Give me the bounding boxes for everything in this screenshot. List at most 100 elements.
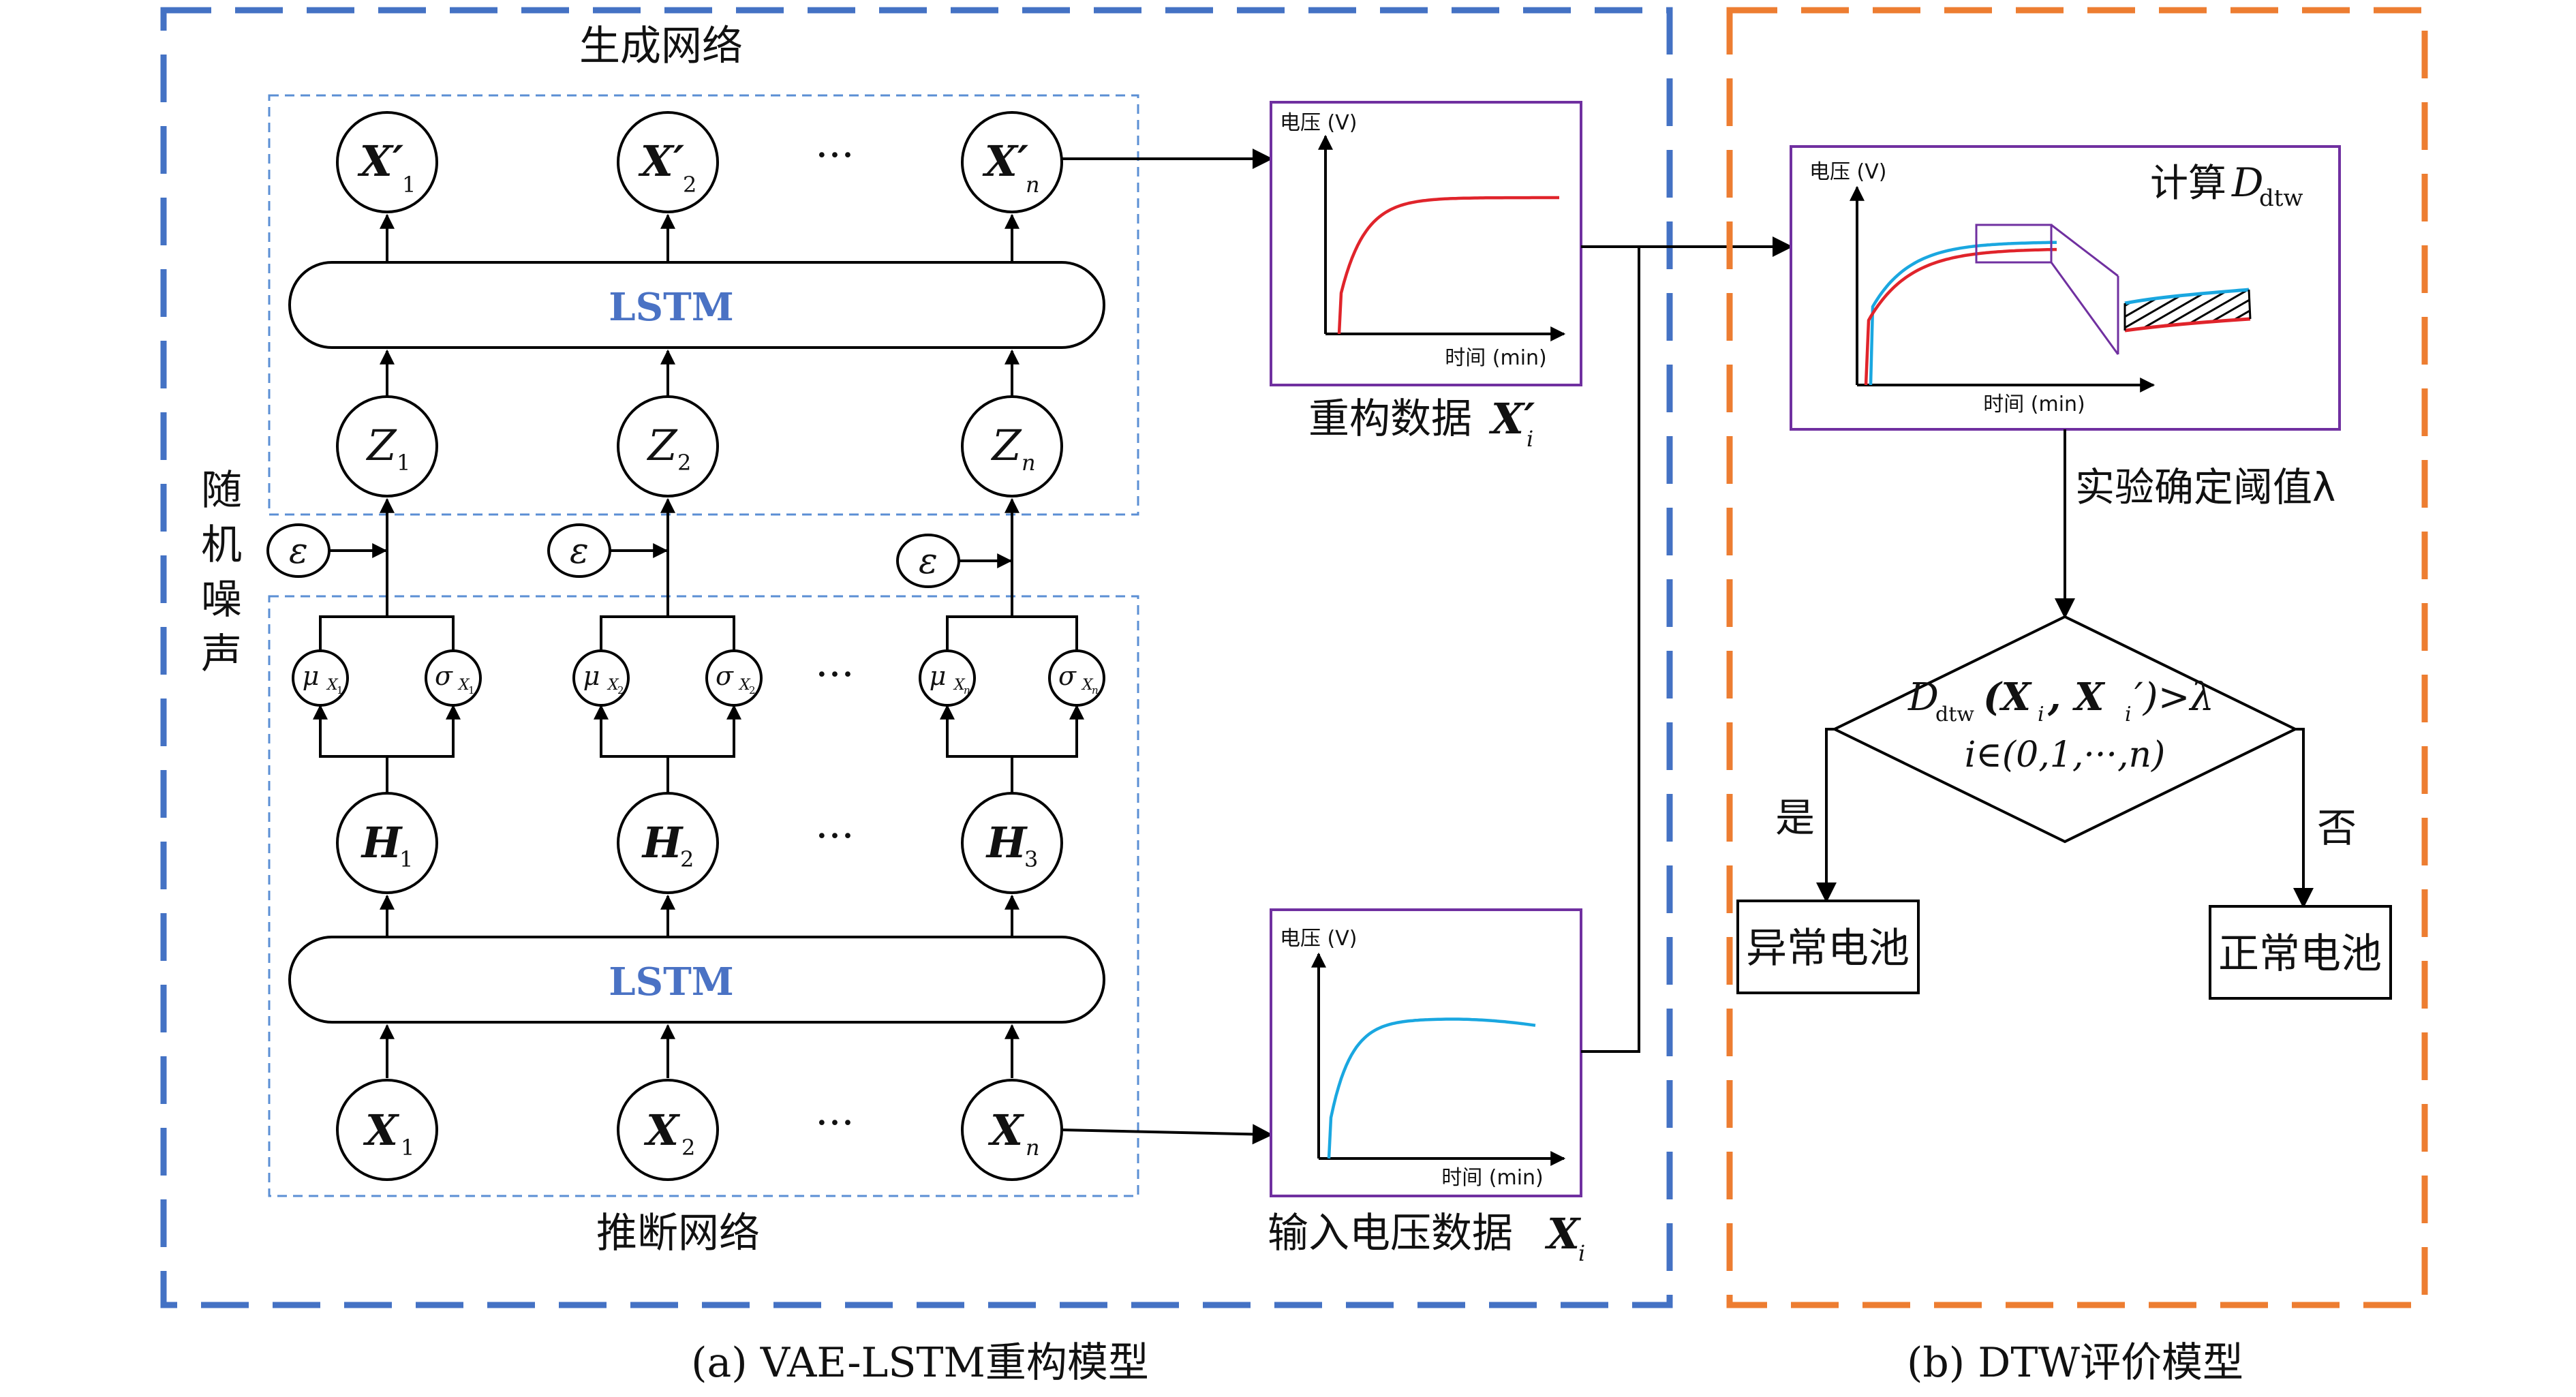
lstm-encoder bbox=[288, 936, 1105, 1024]
input-node-1: X 1 bbox=[336, 1079, 438, 1181]
svg-text:n: n bbox=[1026, 172, 1040, 198]
svg-text:1: 1 bbox=[402, 172, 416, 198]
dtw-zoom-inset bbox=[2123, 288, 2252, 333]
svg-text:机: 机 bbox=[201, 521, 242, 569]
yes-branch bbox=[1816, 728, 1837, 903]
svg-text:n: n bbox=[1092, 684, 1099, 696]
inference-network-label: 推断网络 bbox=[596, 1210, 760, 1257]
mu-node-n: μ X n bbox=[919, 649, 976, 707]
caption-b: (b) DTW评价模型 bbox=[1907, 1339, 2243, 1387]
svg-text:输入电压数据: 输入电压数据 bbox=[1268, 1210, 1513, 1257]
hidden-node-2: H 2 bbox=[617, 792, 719, 894]
svg-text:1: 1 bbox=[337, 684, 343, 696]
caption-a: (a) VAE-LSTM重构模型 bbox=[691, 1339, 1149, 1387]
panel-b-border bbox=[1726, 7, 2428, 1308]
svg-text:H: H bbox=[361, 818, 403, 868]
svg-text:i: i bbox=[2038, 703, 2044, 726]
dtw-recon-curve bbox=[1864, 247, 2057, 386]
svg-text:1: 1 bbox=[399, 846, 413, 872]
svg-text:X: X bbox=[607, 677, 619, 694]
svg-text:n: n bbox=[964, 684, 970, 696]
output-node-2: X′ 2 bbox=[617, 111, 719, 213]
recon-voltage-curve bbox=[1337, 196, 1559, 335]
input-ellipsis: ··· bbox=[815, 1099, 854, 1147]
svg-text:正常电池: 正常电池 bbox=[2218, 930, 2382, 978]
recon-caption: 重构数据 X′ i bbox=[1308, 394, 1535, 452]
sigma-node-n: σ X n bbox=[1048, 649, 1105, 707]
svg-text:3: 3 bbox=[1024, 846, 1038, 872]
svg-text:μ: μ bbox=[583, 661, 600, 691]
svg-text:, X: , X bbox=[2047, 675, 2106, 720]
svg-text:2: 2 bbox=[683, 172, 696, 198]
hidden-ellipsis: ··· bbox=[815, 812, 854, 860]
svg-text:μ: μ bbox=[930, 661, 947, 691]
epsilon-node-n: ε bbox=[896, 534, 1013, 588]
svg-text:X: X bbox=[1544, 1209, 1582, 1259]
svg-text:ε: ε bbox=[919, 541, 938, 582]
svg-text:X′: X′ bbox=[638, 136, 684, 186]
dtw-input-curve bbox=[1869, 241, 2057, 386]
svg-text:2: 2 bbox=[677, 450, 691, 476]
svg-text:2: 2 bbox=[617, 684, 624, 696]
svg-text:σ: σ bbox=[1058, 661, 1077, 691]
output-node-1: X′ 1 bbox=[336, 111, 438, 213]
svg-text:ε: ε bbox=[289, 531, 308, 572]
svg-text:i: i bbox=[1578, 1240, 1585, 1266]
epsilon-node-1: ε bbox=[266, 523, 388, 578]
svg-text:2: 2 bbox=[749, 684, 756, 696]
threshold-label: 实验确定阈值λ bbox=[2075, 464, 2335, 510]
svg-text:2: 2 bbox=[680, 846, 694, 872]
generator-network-label: 生成网络 bbox=[579, 22, 743, 70]
mu-node-1: μ X 1 bbox=[292, 649, 349, 707]
noise-label: 随 机 噪 声 bbox=[201, 467, 242, 678]
musigma-ellipsis: ··· bbox=[815, 651, 854, 698]
svg-text:X: X bbox=[738, 677, 751, 694]
musigma-group-2 bbox=[594, 615, 741, 814]
input-caption: 输入电压数据 X i bbox=[1268, 1209, 1585, 1266]
svg-text:X′: X′ bbox=[357, 136, 403, 186]
musigma-group-1 bbox=[313, 615, 461, 814]
input-node-n: X n bbox=[961, 1079, 1063, 1181]
svg-text:时间 (min): 时间 (min) bbox=[1445, 346, 1547, 370]
abnormal-battery-box: 异常电池 bbox=[1736, 900, 1920, 994]
musigma-group-n bbox=[940, 615, 1084, 814]
svg-text:1: 1 bbox=[397, 450, 410, 476]
svg-text:1: 1 bbox=[468, 684, 475, 696]
lstm-encoder-label: LSTM bbox=[609, 960, 733, 1004]
svg-text:σ: σ bbox=[435, 661, 453, 691]
svg-text:X: X bbox=[643, 1105, 681, 1155]
svg-text:噪: 噪 bbox=[201, 576, 242, 624]
svg-text:′)>λ: ′)>λ bbox=[2134, 675, 2214, 720]
svg-text:X: X bbox=[326, 677, 339, 694]
arrow-input-to-chart bbox=[1061, 1124, 1273, 1145]
svg-text:X: X bbox=[1081, 677, 1094, 694]
svg-text:i∈(0,1,···,n): i∈(0,1,···,n) bbox=[1965, 735, 2166, 776]
svg-text:Z: Z bbox=[365, 420, 397, 470]
input-chart: 电压 (V) 时间 (min) bbox=[1270, 908, 1582, 1197]
no-branch bbox=[2293, 728, 2314, 908]
latent-node-1: Z 1 bbox=[336, 395, 438, 497]
hidden-node-3: H 3 bbox=[961, 792, 1063, 894]
svg-text:dtw: dtw bbox=[2259, 185, 2303, 212]
svg-text:计算: 计算 bbox=[2150, 162, 2226, 206]
lstm-decoder-label: LSTM bbox=[609, 285, 733, 330]
svg-text:Z: Z bbox=[990, 420, 1022, 470]
normal-battery-box: 正常电池 bbox=[2209, 905, 2392, 1000]
svg-text:Z: Z bbox=[646, 420, 677, 470]
merge-connector bbox=[1581, 247, 1640, 1053]
svg-text:n: n bbox=[1022, 450, 1036, 476]
output-ellipsis: ··· bbox=[815, 132, 854, 179]
latent-node-2: Z 2 bbox=[617, 395, 719, 497]
svg-text:时间 (min): 时间 (min) bbox=[1983, 393, 2085, 416]
svg-text:电压 (V): 电压 (V) bbox=[1280, 111, 1357, 135]
input-voltage-curve bbox=[1327, 1017, 1536, 1159]
svg-text:X: X bbox=[457, 677, 470, 694]
no-label: 否 bbox=[2317, 805, 2357, 851]
svg-text:dtw: dtw bbox=[1935, 703, 1974, 726]
svg-text:声: 声 bbox=[201, 630, 242, 678]
yes-label: 是 bbox=[1775, 795, 1815, 841]
svg-text:重构数据: 重构数据 bbox=[1308, 395, 1472, 443]
svg-text:电压 (V): 电压 (V) bbox=[1280, 927, 1357, 951]
svg-text:D: D bbox=[1907, 675, 1939, 720]
